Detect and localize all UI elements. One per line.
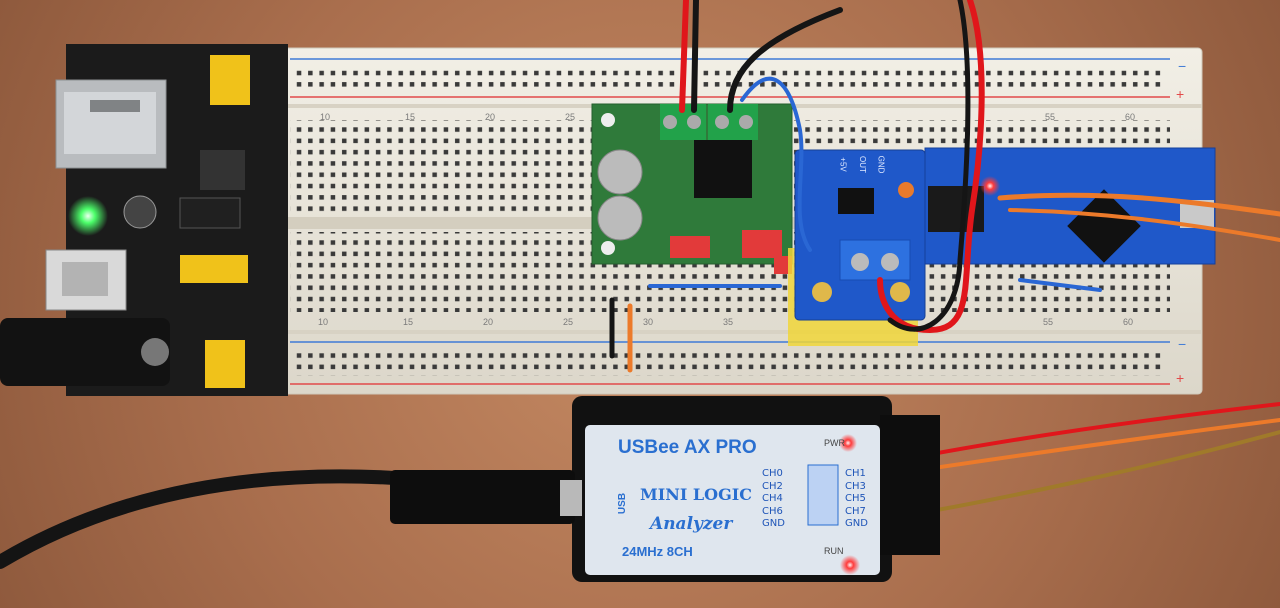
column-number: 10 [320, 112, 331, 122]
power-led-green [68, 196, 108, 236]
power-supply-module [0, 44, 288, 396]
analyzer-pwr-label: PWR [824, 438, 845, 448]
column-number: 60 [1125, 112, 1136, 122]
rail-plus-top: + [1176, 86, 1185, 102]
analyzer-line2: Analyzer [650, 514, 733, 534]
rail-plus-bottom: + [1176, 370, 1185, 386]
channels-right: CH1 CH3 CH5 CH7 GND [845, 468, 868, 531]
sensor-pin-gnd: GND [876, 155, 886, 174]
channel-label: CH3 [845, 480, 866, 492]
logic-analyzer [390, 396, 940, 582]
pwr-led [839, 434, 857, 452]
column-number: 35 [723, 317, 734, 327]
sensor-board [788, 149, 926, 346]
channel-label: CH0 [762, 468, 783, 479]
analyzer-line1: MINI LOGIC [640, 485, 752, 504]
arduino-led [980, 176, 1000, 196]
channel-label: CH4 [762, 493, 783, 505]
channel-label: CH5 [845, 493, 866, 505]
column-number: 55 [1043, 317, 1054, 327]
sensor-pin-5v: +5V [838, 157, 848, 172]
column-number: 10 [318, 317, 329, 327]
channel-label: CH2 [762, 480, 783, 492]
channel-label: CH1 [845, 468, 866, 479]
rail-minus-top: − [1178, 58, 1187, 74]
channel-label: CH7 [845, 505, 866, 517]
column-number: 25 [565, 112, 576, 122]
column-number: 55 [1045, 112, 1056, 122]
column-number: 60 [1123, 317, 1134, 327]
column-number: 15 [405, 112, 416, 122]
analyzer-brand: USBee AX PRO [618, 437, 757, 458]
analyzer-usb-label: USB [617, 492, 629, 515]
sensor-pin-out: OUT [857, 156, 867, 173]
column-number: 15 [403, 317, 414, 327]
column-number: 20 [485, 112, 496, 122]
channels-left: CH0 CH2 CH4 CH6 GND [762, 468, 785, 531]
channel-label: GND [845, 518, 868, 530]
channel-label: GND [762, 518, 785, 530]
analyzer-spec: 24MHz 8CH [622, 544, 693, 559]
run-led [840, 555, 860, 575]
red-jumpers [670, 230, 792, 274]
channel-label: CH6 [762, 505, 783, 517]
analyzer-run-label: RUN [824, 546, 844, 556]
column-number: 25 [563, 317, 574, 327]
column-number: 20 [483, 317, 494, 327]
rail-minus-bottom: − [1178, 336, 1187, 352]
column-number: 30 [643, 317, 654, 327]
